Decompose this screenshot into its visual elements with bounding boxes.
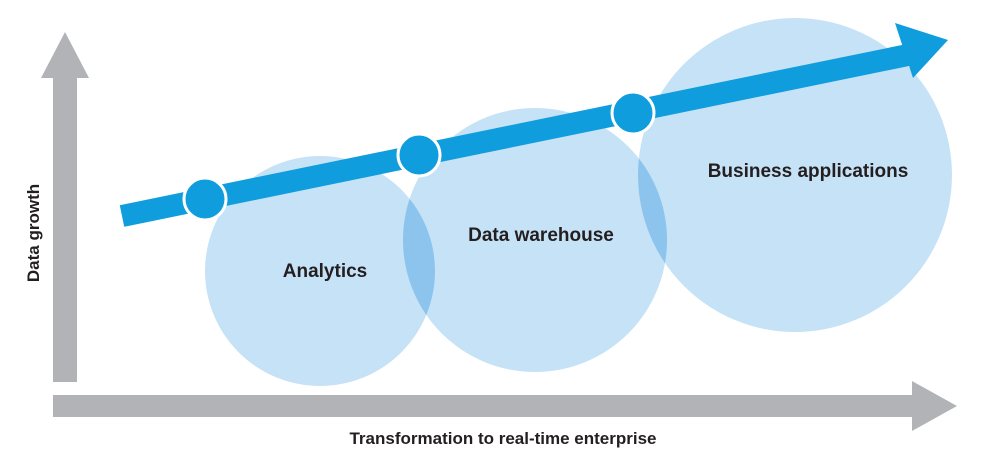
stage-label-data-warehouse: Data warehouse <box>468 225 614 246</box>
stage-label-analytics: Analytics <box>283 261 367 282</box>
milestone-marker <box>610 90 656 136</box>
milestone-markers <box>182 90 656 222</box>
y-axis-arrow <box>41 32 89 382</box>
trend-arrow-shaft <box>119 44 911 227</box>
x-axis-arrow <box>53 381 957 431</box>
trend-arrow <box>119 23 948 227</box>
milestone-marker <box>396 132 442 178</box>
stage-label-business-applications: Business applications <box>708 161 909 182</box>
data-warehouse-circle <box>403 108 667 372</box>
milestone-marker <box>182 176 228 222</box>
trend-arrow-head <box>895 23 948 78</box>
x-axis-label: Transformation to real-time enterprise <box>349 429 656 448</box>
y-axis-label: Data growth <box>24 184 43 282</box>
analytics-circle <box>205 156 435 386</box>
